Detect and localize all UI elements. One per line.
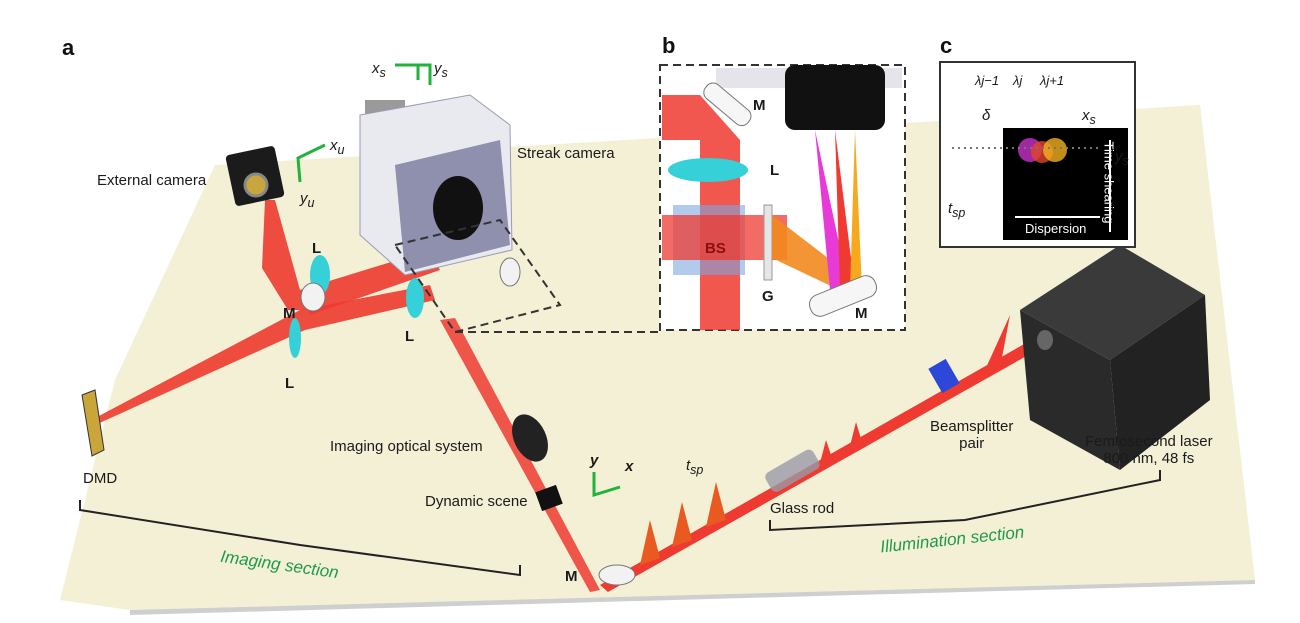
axis-tsp: tsp — [686, 457, 703, 477]
axis-xs-text: x — [372, 60, 380, 77]
c-xs-sub: s — [1089, 113, 1096, 127]
label-beamsplitter-line1: Beamsplitter — [930, 418, 1014, 435]
b-mirror — [703, 82, 752, 127]
axis-y: y — [590, 452, 599, 469]
pulse — [640, 520, 660, 565]
pulse — [672, 502, 692, 547]
axis-yu-text: y — [300, 190, 308, 207]
external-camera-sensor — [243, 172, 269, 198]
axis-xs-sub: s — [379, 66, 386, 80]
b-camera-lens — [785, 65, 885, 130]
dynamic-scene-target — [535, 484, 563, 512]
illumination-bracket — [769, 470, 1161, 532]
b-ray-red — [835, 130, 855, 290]
axis-yu-sub: u — [307, 196, 315, 210]
label-b-mirror-2: M — [855, 305, 868, 322]
streak-axes — [395, 63, 432, 85]
lens-L2 — [406, 278, 424, 318]
c-delta: δ — [982, 107, 991, 124]
beam-ext-camera — [262, 200, 310, 310]
axis-x: x — [625, 458, 634, 475]
axis-xu-sub: u — [337, 143, 345, 157]
axis-xs: xs — [372, 60, 386, 80]
c-lambda-prev: λj−1 — [975, 73, 1000, 88]
c-ys-text: y — [1115, 148, 1123, 165]
label-dmd: DMD — [83, 470, 118, 487]
c-xs-text: x — [1082, 107, 1090, 124]
c-tsp-sub: sp — [952, 206, 966, 220]
c-data-yellow — [1043, 138, 1067, 162]
label-laser-line1: Femtosecond laser — [1085, 433, 1213, 450]
label-dynamic-scene: Dynamic scene — [425, 493, 528, 510]
c-ys-sub: s — [1122, 154, 1129, 168]
panel-label-c: c — [940, 33, 953, 58]
streak-camera-lens — [433, 176, 483, 240]
laser-top — [1020, 245, 1205, 360]
label-lens-1: L — [312, 240, 322, 257]
c-lambda-next: λj+1 — [1040, 73, 1065, 88]
label-b-grating: G — [762, 288, 774, 305]
axis-ys-sub: s — [441, 66, 448, 80]
axis-tsp-sub: sp — [690, 463, 704, 477]
scene-axes — [592, 472, 621, 498]
label-b-lens: L — [770, 162, 780, 179]
mirror-M-right — [499, 257, 521, 287]
label-beamsplitter-line2: pair — [959, 435, 985, 452]
label-b-bs: BS — [705, 240, 726, 257]
c-tsp: tsp — [948, 200, 965, 220]
axis-xu-text: x — [330, 137, 338, 154]
c-xs: xs — [1082, 107, 1096, 127]
beamsplitter-pair — [928, 358, 960, 394]
label-laser-line2: 800 nm, 48 fs — [1103, 450, 1195, 467]
zoom-region-box — [393, 218, 562, 334]
external-axes — [296, 143, 326, 183]
label-beamsplitter: Beamsplitter pair — [930, 418, 1013, 452]
c-ys: ys — [1115, 148, 1129, 168]
axis-tsp-text: t — [686, 457, 691, 474]
axis-xu: xu — [330, 137, 344, 157]
label-laser: Femtosecond laser 800 nm, 48 fs — [1085, 433, 1213, 467]
lens-L3 — [289, 318, 301, 358]
axis-ys-text: y — [434, 60, 442, 77]
beam-scene — [440, 318, 600, 592]
mirror-M-bottom — [598, 564, 636, 586]
pulse — [985, 315, 1010, 370]
beam-illumination — [600, 335, 1046, 592]
laser-aperture — [1037, 330, 1053, 350]
imaging-optics — [512, 414, 548, 462]
imaging-bracket — [79, 500, 521, 577]
c-time-shearing: Time shearing — [1101, 141, 1117, 224]
mirror-M1 — [300, 282, 326, 312]
label-imaging-optical-system: Imaging optical system — [330, 438, 483, 455]
label-mirror-bottom: M — [565, 568, 578, 585]
laser-side — [1110, 295, 1210, 470]
c-dispersion: Dispersion — [1025, 221, 1087, 236]
label-glass-rod: Glass rod — [770, 500, 835, 517]
axis-ys: ys — [434, 60, 448, 80]
c-lambda-j: λj — [1013, 73, 1023, 88]
c-tsp-text: t — [948, 200, 953, 217]
label-lens-2: L — [405, 328, 415, 345]
label-lens-3: L — [285, 375, 295, 392]
pulse — [850, 422, 862, 446]
label-external-camera: External camera — [97, 172, 207, 189]
b-grating — [763, 204, 773, 281]
axis-yu: yu — [300, 190, 314, 210]
b-lens — [668, 158, 748, 182]
panel-label-b: b — [662, 33, 676, 58]
dmd-device — [81, 389, 105, 457]
beam-dmd — [95, 285, 435, 425]
pulse — [706, 482, 726, 527]
label-streak-camera: Streak camera — [517, 145, 615, 162]
panel-label-a: a — [62, 35, 75, 60]
table-shadow-edge — [130, 580, 1255, 615]
label-mirror-1: M — [283, 305, 296, 322]
pulse — [820, 440, 832, 463]
label-b-mirror: M — [753, 97, 766, 114]
b-mirror-bottom — [808, 275, 878, 317]
b-ray-orange — [850, 130, 862, 290]
glass-rod — [765, 449, 820, 492]
